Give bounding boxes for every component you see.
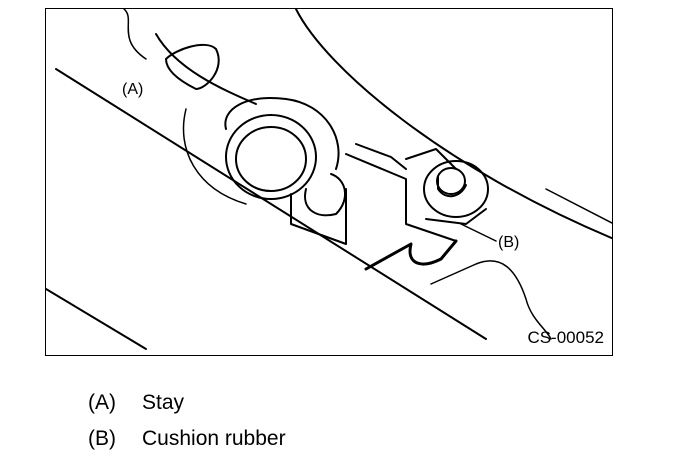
legend-row-a: (A) Stay: [88, 385, 286, 421]
figure-code: CS-00052: [527, 328, 604, 347]
legend-row-b: (B) Cushion rubber: [88, 421, 286, 457]
legend-label: Stay: [142, 391, 185, 414]
callout-b: (B): [498, 234, 520, 251]
stay-cushion-illustration: [46, 9, 612, 350]
legend: (A) Stay (B) Cushion rubber: [88, 385, 286, 457]
legend-label: Cushion rubber: [142, 427, 286, 450]
legend-key: (A): [88, 391, 116, 414]
callout-a: (A): [122, 81, 144, 98]
legend-key: (B): [88, 427, 116, 450]
figure-frame: (A) (B) CS-00052: [45, 8, 613, 356]
